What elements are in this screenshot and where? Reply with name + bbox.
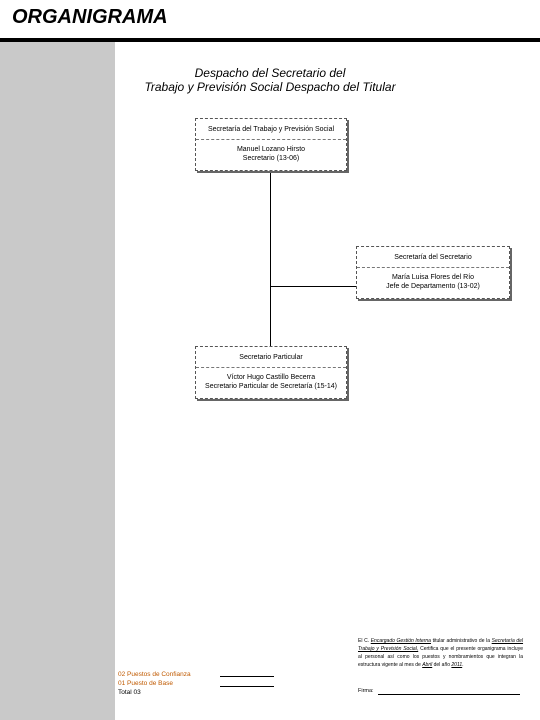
certification-note: El C. Encargado Gestión Interna titular … [358, 637, 523, 669]
note-text: . [462, 662, 464, 668]
org-box-secretaria: Secretaría del Trabajo y Previsión Socia… [195, 118, 347, 171]
signature-line [378, 694, 520, 695]
box-body: Manuel Lozano Hirsto Secretario (13-06) [196, 140, 346, 168]
note-text: El C. [358, 638, 370, 644]
note-text: Certifica que el presente organigrama in… [358, 646, 523, 668]
org-title-line2: Trabajo y Previsión Social Despacho del … [144, 80, 396, 94]
box-person-name: Víctor Hugo Castillo Becerra [226, 374, 316, 381]
note-text: titular administrativo de la [432, 638, 491, 644]
org-title-line1: Despacho del Secretario del [194, 66, 346, 80]
org-box-secretario-particular: Secretario Particular Víctor Hugo Castil… [195, 346, 347, 399]
note-dept: Secretaría del Trabajo y Previsión Socia… [358, 638, 524, 652]
legend-line-1 [220, 676, 274, 677]
connector-horizontal [270, 286, 356, 287]
box-person-role: Secretario Particular de Secretaría (15-… [205, 383, 337, 390]
box-body: Víctor Hugo Castillo Becerra Secretario … [196, 368, 346, 396]
connector-vertical [270, 170, 271, 356]
box-person-name: María Luisa Flores del Río [391, 274, 475, 281]
legend-total: Total 03 [118, 689, 141, 696]
note-month: Abril [422, 662, 433, 668]
signature-label: Firma: [358, 688, 374, 694]
box-person-role: Secretario (13-06) [242, 155, 300, 162]
legend-line-2 [220, 686, 274, 687]
page-header-title: ORGANIGRAMA [12, 6, 168, 28]
box-title: Secretaría del Trabajo y Previsión Socia… [196, 119, 346, 140]
box-body: María Luisa Flores del Río Jefe de Depar… [357, 268, 509, 296]
note-year: 2011 [451, 662, 463, 668]
box-title: Secretario Particular [196, 347, 346, 368]
legend-base: 01 Puesto de Base [118, 680, 173, 687]
box-person-role: Jefe de Departamento (13-02) [386, 283, 480, 290]
header-rule [0, 38, 540, 42]
org-box-secretaria-del-secretario: Secretaría del Secretario María Luisa Fl… [356, 246, 510, 299]
note-text: del año [433, 662, 451, 668]
box-person-name: Manuel Lozano Hirsto [236, 146, 306, 153]
box-title: Secretaría del Secretario [357, 247, 509, 268]
note-name: Encargado Gestión Interna [370, 638, 431, 644]
sidebar-band [0, 42, 115, 720]
legend-confianza: 02 Puestos de Confianza [118, 671, 191, 678]
